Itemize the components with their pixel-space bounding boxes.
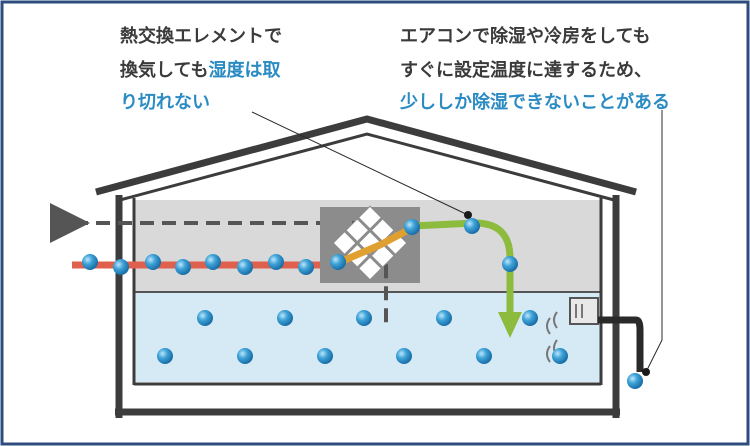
water-droplet-icon [404,219,420,235]
left-callout-line2-prefix: 換気しても [120,59,209,81]
water-droplet-icon [268,254,284,270]
water-droplet-icon [627,373,643,389]
house-walls [115,195,620,418]
water-droplet-icon [522,310,538,326]
left-callout-line3: り切れない [120,92,210,113]
water-droplet-icon [552,348,568,364]
water-droplet-icon [356,310,372,326]
water-droplet-icon [205,254,221,270]
water-droplet-icon [237,348,253,364]
water-droplet-icon [317,348,333,364]
water-droplet-icon [157,348,173,364]
water-droplet-icon [82,254,98,270]
droplets [82,218,643,389]
water-droplet-icon [330,254,346,270]
left-callout-dot [464,211,472,219]
left-callout-line2-highlight: 湿度は取 [209,59,282,81]
room-space [135,292,600,382]
water-droplet-icon [436,310,452,326]
water-droplet-icon [237,259,253,275]
water-droplet-icon [298,259,314,275]
water-droplet-icon [476,348,492,364]
right-callout-leader [645,110,663,373]
left-callout: 熱交換エレメントで 換気しても湿度は取 り切れない [120,25,282,113]
water-droplet-icon [113,259,129,275]
water-droplet-icon [197,310,213,326]
right-callout-line3: 少ししか除湿できないことがある [399,91,670,113]
left-callout-leader [251,111,469,216]
water-droplet-icon [277,310,293,326]
water-droplet-icon [145,254,161,270]
left-callout-line1: 熱交換エレメントで [120,25,282,47]
air-conditioner-icon [546,297,599,363]
roof [95,115,637,202]
right-callout-dot [642,368,650,376]
right-callout-line1: エアコンで除湿や冷房をしても [400,25,651,47]
right-callout: エアコンで除湿や冷房をしても すぐに設定温度に達するため、 少ししか除湿できない… [399,25,670,113]
water-droplet-icon [175,259,191,275]
exchanger-flow [338,224,414,266]
water-droplet-icon [464,218,480,234]
water-droplet-icon [502,256,518,272]
water-droplet-icon [396,348,412,364]
left-callout-line2: 換気しても湿度は取 [120,59,282,81]
right-callout-line2: すぐに設定温度に達するため、 [400,59,652,81]
drain-pipe [598,316,644,372]
flow-arrow-head [498,312,522,338]
